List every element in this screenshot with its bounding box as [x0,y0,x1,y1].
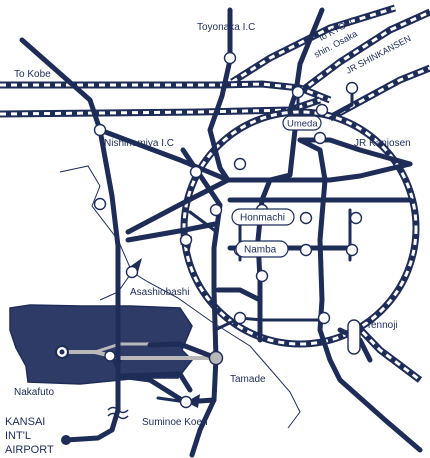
node-tennoji [347,319,361,355]
label-nishinomiya: Nishinomiya I.C [104,138,174,149]
label-tennoji: Tennoji [366,320,398,331]
node-toyonaka [223,51,237,65]
label-nakafuto: Nakafuto [14,387,54,398]
port-island-land [9,304,193,385]
namba-box [235,240,289,258]
label-suminoe-koen: Suminoe Koen [142,417,208,428]
expressways [19,7,423,458]
node-asashiobashi [125,265,139,279]
label-asashiobashi: Asashiobashi [130,287,189,298]
label-umeda: Umeda [287,119,318,130]
honmachi-box [231,208,295,226]
label-airport-3: AIRPORT [5,444,54,456]
node-suminoe-koen [179,395,193,409]
label-toyonaka: Toyonaka I.C [197,22,255,33]
node-kansai-airport [61,435,71,445]
label-to-kobe: To Kobe [14,69,51,80]
label-airport-1: KANSAI [5,416,45,428]
label-tamade: Tamade [230,374,266,385]
node-nishinomiya [93,123,107,137]
node-tamade [208,350,224,366]
label-airport-2: INT'L [5,430,31,442]
node-umeda-north [291,85,305,99]
break-mark [107,406,129,420]
umeda-box [282,115,322,131]
label-namba: Namba [244,245,277,256]
label-jr-kanjosen: JR Kanjosen [354,138,411,149]
label-honmachi: Honmachi [240,213,285,224]
